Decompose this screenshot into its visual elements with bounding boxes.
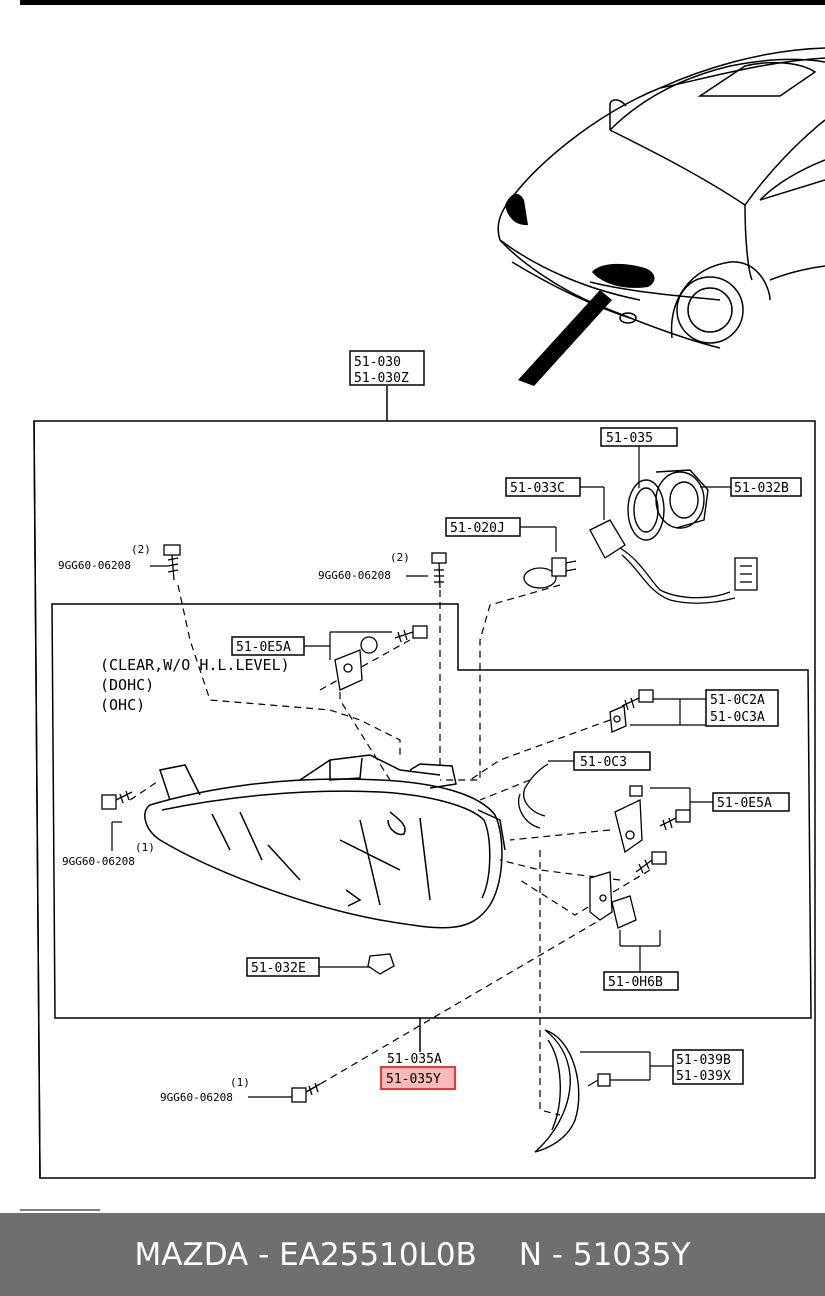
bolt-part-left: 9GG60-06208 [62,855,135,868]
bolt-qty-bottom: (1) [230,1076,250,1089]
label-51-032B: 51-032B [734,481,789,496]
adjuster-left [334,636,378,691]
bracket-0H6B [589,871,637,929]
bolt-part-bottom: 9GG60-06208 [160,1091,233,1104]
car-illustration [497,47,825,349]
bolt-icon [659,809,691,831]
bolt-icon [163,544,181,581]
bolt-icon [291,1082,321,1103]
bolt-part-top-left: 9GG60-06208 [58,559,131,572]
label-51-035: 51-035 [606,431,653,446]
adjuster-right [614,785,643,854]
bolt-qty-top-left: (2) [131,543,151,556]
side-marker-039 [534,1029,580,1153]
leader-lines [111,446,731,1098]
bolt-qty-top-center: (2) [390,551,410,564]
bolt-icon [587,1073,611,1087]
bolt-icon [394,625,428,643]
label-51-0H6B: 51-0H6B [608,975,663,990]
bracket-0C2A [609,705,627,733]
label-51-0C2A: 51-0C2A [710,693,765,708]
label-51-0C3A: 51-0C3A [710,710,765,725]
label-51-035Y[interactable]: 51-035Y [386,1072,441,1087]
bolt-icon [431,552,447,589]
headlight-right-shape [592,263,655,288]
bolt-icons [101,544,691,1103]
label-51-035A: 51-035A [387,1052,442,1067]
bolt-qty-left: (1) [135,841,155,854]
label-51-0C3: 51-0C3 [580,755,627,770]
bolt-icon [621,689,654,711]
footer-brand-part: MAZDA - EA25510L0B [134,1236,477,1273]
clip-032E [367,953,395,975]
hose-0C3 [518,763,549,829]
footer-ref-part: N - 51035Y [518,1236,691,1273]
headlamp-unit [144,754,506,929]
label-51-033C: 51-033C [510,481,565,496]
footer-bar: MAZDA - EA25510L0B N - 51035Y [0,1213,825,1296]
bulb-icon [523,557,577,589]
variant-note-2: (DOHC) [100,676,154,694]
variant-note-1: (CLEAR,W/O H.L.LEVEL) [100,656,290,674]
pointer-wedge [518,290,612,386]
bolt-icon [101,790,133,810]
label-51-0E5A-left: 51-0E5A [236,640,291,655]
assembly-box [33,386,816,1179]
label-51-032E: 51-032E [251,961,306,976]
label-51-039B: 51-039B [676,1053,731,1068]
parts-diagram: 51-030 51-030Z 51-035 51-033C 51-032B 51… [20,0,825,1211]
socket-connector [589,519,758,604]
label-51-039X: 51-039X [676,1069,731,1084]
assembly-label-2: 51-030Z [354,371,409,386]
top-border [20,0,825,5]
bolt-part-top-center: 9GG60-06208 [318,569,391,582]
assembly-label-box [349,350,425,386]
assembly-label-1: 51-030 [354,355,401,370]
callout-boxes [231,427,802,1085]
label-51-0E5A-right: 51-0E5A [717,796,772,811]
highlight-box[interactable] [380,1066,456,1090]
dust-cover [627,469,709,541]
variant-note-3: (OHC) [100,696,145,714]
bolt-icon [635,851,667,874]
label-51-020J: 51-020J [450,521,505,536]
headlight-left-shape [505,193,528,226]
